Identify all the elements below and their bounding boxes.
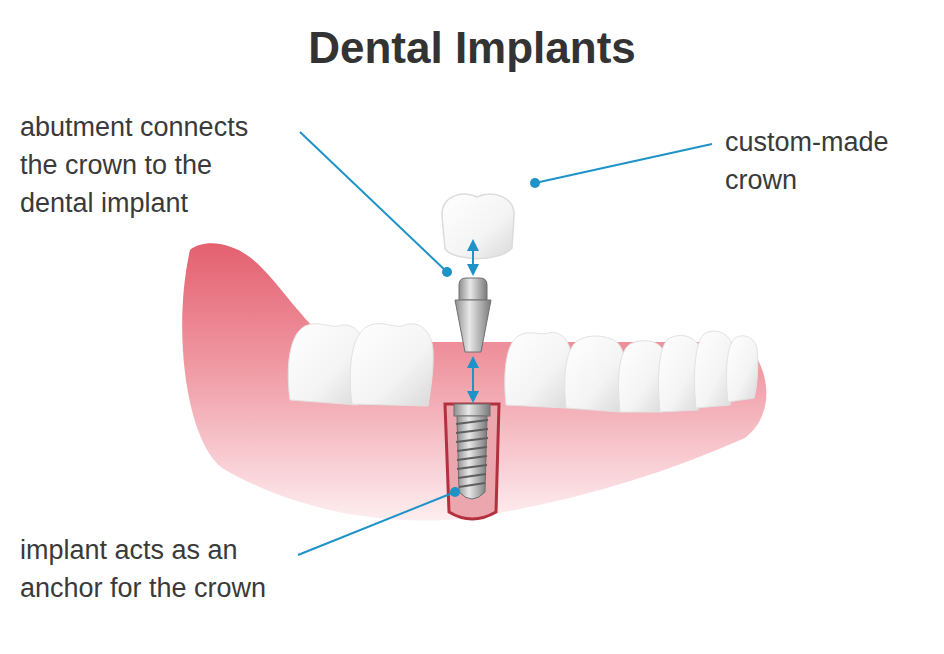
diagram-title: Dental Implants	[0, 22, 944, 74]
tooth	[726, 336, 757, 402]
implant-socket	[445, 404, 499, 519]
leader-line	[298, 132, 712, 555]
crown	[442, 194, 514, 258]
implant-screw	[454, 404, 490, 499]
callout-label: abutment connects the crown to the denta…	[20, 108, 272, 222]
tooth	[565, 336, 625, 412]
callout-label: implant acts as an anchor for the crown	[20, 531, 305, 607]
assembly-arrow	[472, 245, 474, 270]
tooth	[350, 324, 433, 406]
gum	[182, 243, 766, 520]
tooth	[505, 332, 571, 408]
abutment	[455, 278, 491, 352]
callout-label: custom-made crown	[725, 123, 930, 199]
assembly-arrow	[472, 362, 474, 397]
